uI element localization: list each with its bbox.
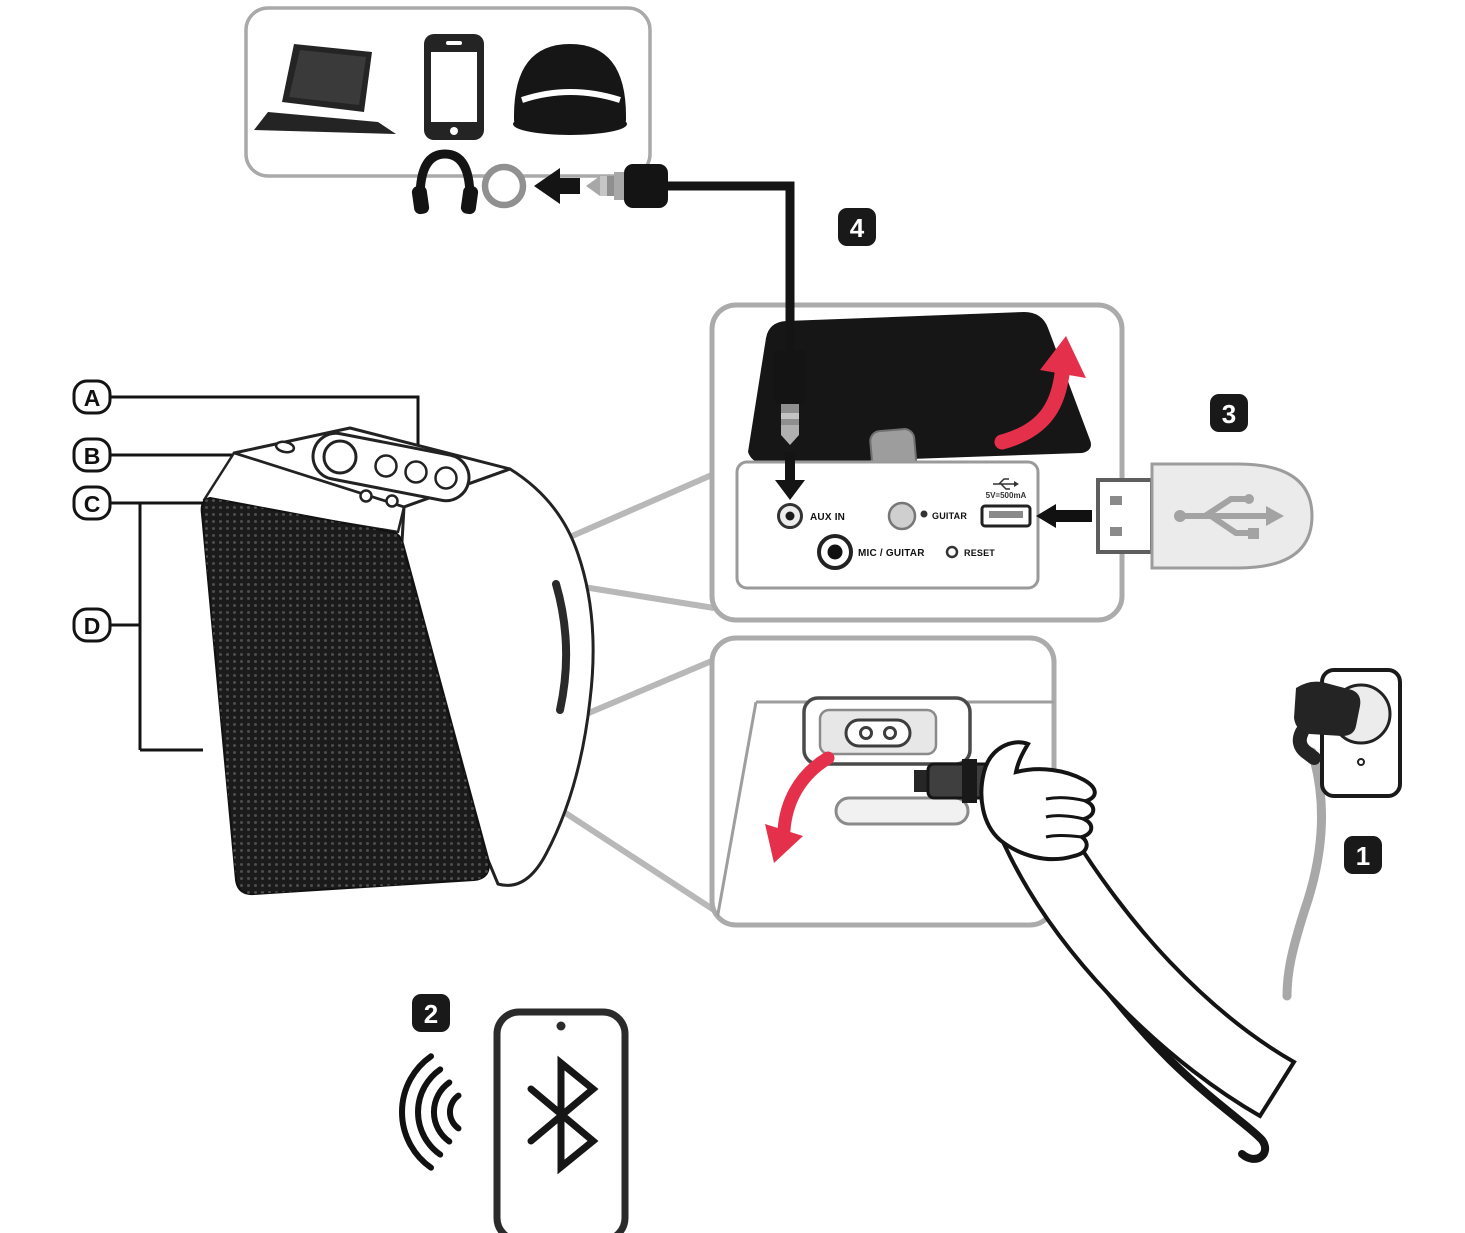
usb-power-label: 5V=500mA: [986, 491, 1027, 500]
usb-symbol: [1174, 494, 1284, 539]
reset-label: RESET: [964, 548, 995, 558]
hand-illustration: [914, 740, 1297, 1119]
usb-port-tongue: [989, 511, 1023, 518]
guitar-icon: [920, 510, 928, 518]
callout-b-letter: B: [84, 443, 101, 469]
hand-finger-lines: [1045, 796, 1087, 839]
ac-inlet: [802, 696, 972, 766]
power-plug-icon: [1292, 681, 1361, 765]
callout-d: D: [72, 607, 112, 643]
callout-d-letter: D: [84, 613, 101, 639]
callout-a-letter: A: [84, 385, 101, 411]
forearm: [999, 837, 1297, 1119]
power-connector-icon: [914, 759, 996, 803]
step-badge-3-digit: 3: [1222, 399, 1236, 429]
media-device-icon: [513, 44, 627, 135]
headphones-icon: [411, 149, 479, 215]
callout-a: A: [72, 379, 112, 415]
step-badge-4-digit: 4: [850, 213, 865, 243]
open-cover-arrow: [994, 336, 1086, 450]
aux-in-port-hole: [785, 511, 795, 521]
callout-c: C: [72, 485, 112, 521]
arrow-left-icon: [534, 168, 580, 204]
speaker-illustration: [200, 426, 595, 896]
phone-camera-dot: [556, 1021, 566, 1031]
mic-guitar-label: MIC / GUITAR: [858, 548, 925, 559]
usb-insert-arrow: [1036, 504, 1092, 528]
guitar-label: GUITAR: [932, 511, 967, 521]
bluetooth-phone: [399, 1008, 629, 1233]
step-badge-1: 1: [1344, 836, 1382, 874]
callout-b: B: [72, 437, 112, 473]
guitar-knob: [887, 501, 917, 531]
aux-cable: [666, 181, 795, 352]
step-badge-4: 4: [838, 208, 876, 246]
plug-down-arrow: [775, 452, 805, 500]
usb-icon: [993, 478, 1019, 490]
power-cord-gray: [1282, 747, 1327, 1001]
wireless-waves-icon: [399, 1053, 462, 1171]
speaker-side-face: [400, 467, 595, 887]
speaker-cover-open: [748, 312, 1091, 464]
step-badge-1-digit: 1: [1356, 841, 1370, 871]
callout-c-letter: C: [84, 491, 101, 517]
aux-plug-icon: [586, 164, 668, 208]
speaker-top-controls: [274, 431, 471, 508]
step-badge-2-digit: 2: [424, 999, 438, 1029]
reset-hole: [945, 545, 959, 559]
aux-plug-down-icon: [773, 350, 807, 445]
usb-drive-icon: [1096, 462, 1314, 570]
callout-labels: A B C D: [72, 379, 112, 643]
speaker-grille-dots: [201, 498, 489, 895]
rear-panel-zoom: AUX IN MIC / GUITAR GUITAR RESET 5V=500m…: [666, 181, 1125, 623]
power-socket-zoom: [709, 635, 1057, 928]
aux-connection-row: [411, 149, 668, 215]
aux-cable-into-panel: [666, 181, 807, 500]
ports-panel: AUX IN MIC / GUITAR GUITAR RESET 5V=500m…: [735, 460, 1040, 590]
source-devices-box: [244, 6, 652, 178]
aux-in-label: AUX IN: [810, 512, 845, 523]
aux-socket-ring-icon: [481, 163, 527, 209]
laptop-icon: [254, 44, 396, 134]
bluetooth-icon: [527, 1055, 599, 1175]
speaker-front-edge: [202, 451, 406, 534]
mic-guitar-port-hole: [827, 544, 843, 560]
step-badge-3: 3: [1210, 394, 1248, 432]
hand: [979, 740, 1097, 862]
unplug-arrow: [765, 751, 835, 863]
smartphone-icon: [424, 34, 484, 140]
step-badge-2: 2: [412, 994, 450, 1032]
speaker-handle-groove: [834, 796, 970, 826]
speaker-handle-slot: [552, 580, 571, 714]
